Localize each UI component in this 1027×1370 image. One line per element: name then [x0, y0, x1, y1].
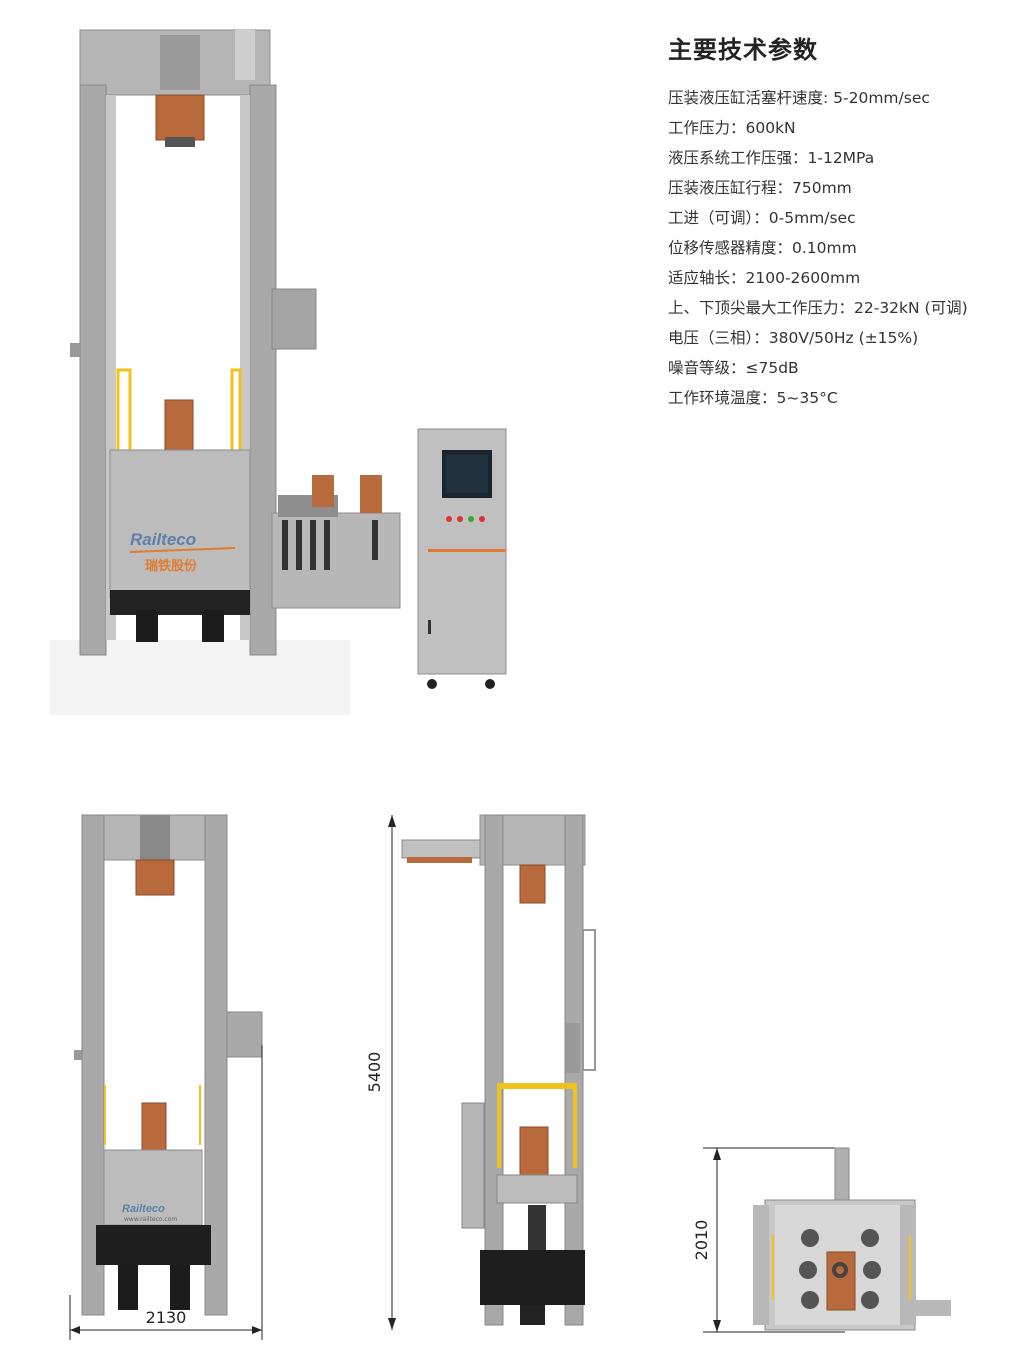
spec-item: 电压（三相）：380V/50Hz (±15%)	[668, 329, 919, 347]
front-brand-url: www.railteco.com	[124, 1216, 177, 1223]
front-brand-label: Railteco	[122, 1203, 165, 1215]
machine-brand-label: Railteco	[130, 530, 196, 549]
spec-item: 工作环境温度：5~35°C	[668, 389, 838, 407]
front-width-dimension: 2130	[146, 1308, 187, 1327]
spec-item: 适应轴长：2100-2600mm	[668, 269, 861, 287]
side-view-drawing: 5400	[365, 814, 596, 1330]
side-height-dimension: 5400	[365, 1052, 384, 1093]
spec-panel: 主要技术参数 压装液压缸活塞杆速度: 5-20mm/sec 工作压力：600kN…	[668, 30, 1018, 413]
machine-render-illustration: Railteco 瑞铁股份	[50, 29, 507, 715]
spec-item: 工作压力：600kN	[668, 119, 796, 137]
spec-item: 压装液压缸行程：750mm	[668, 179, 852, 197]
spec-item: 上、下顶尖最大工作压力：22-32kN (可调)	[668, 299, 968, 317]
top-size-dimension: 2010	[695, 1220, 711, 1261]
spec-item: 噪音等级：≤75dB	[668, 359, 799, 377]
spec-item: 位移传感器精度：0.10mm	[668, 239, 857, 257]
spec-item: 压装液压缸活塞杆速度: 5-20mm/sec	[668, 89, 930, 107]
spec-item: 液压系统工作压强：1-12MPa	[668, 149, 875, 167]
machine-brand-cn-label: 瑞铁股份	[145, 558, 198, 574]
front-view-drawing: Railteco www.railteco.com 2130	[69, 814, 263, 1340]
spec-title: 主要技术参数	[668, 36, 818, 64]
spec-item: 工进（可调）：0-5mm/sec	[668, 209, 856, 227]
spec-list: 压装液压缸活塞杆速度: 5-20mm/sec 工作压力：600kN 液压系统工作…	[668, 83, 1018, 413]
top-view-drawing: 2010	[695, 1147, 951, 1333]
